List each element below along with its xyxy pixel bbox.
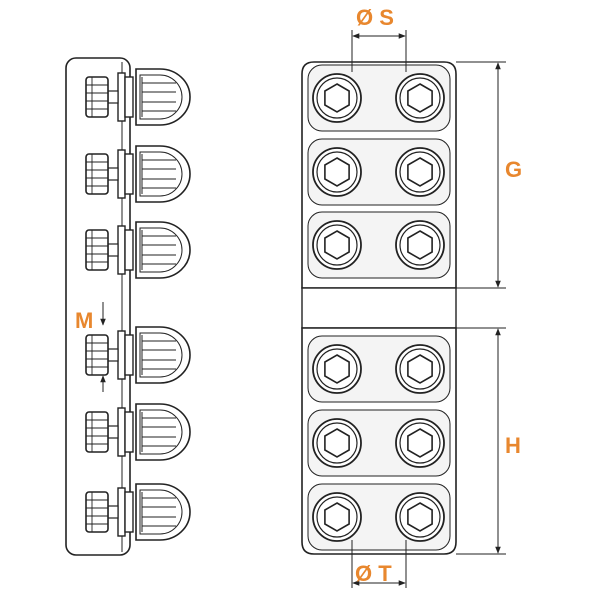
- bolt-head: [395, 492, 445, 542]
- bolt-head: [312, 344, 362, 394]
- dim-t-label: Ø T: [355, 561, 392, 586]
- bolt-head: [395, 73, 445, 123]
- bolt-head: [312, 492, 362, 542]
- side-bolt: [85, 326, 191, 384]
- bolt-head: [312, 418, 362, 468]
- dim-m-label: M: [75, 308, 94, 333]
- bolt-head: [395, 147, 445, 197]
- side-bolt: [85, 483, 191, 541]
- bolt-head: [395, 344, 445, 394]
- bolt-head: [395, 418, 445, 468]
- side-bolt: [85, 221, 191, 279]
- dim-g-label: G: [505, 157, 523, 182]
- bolt-head: [395, 220, 445, 270]
- bolt-head: [312, 220, 362, 270]
- side-view: [65, 57, 191, 556]
- bolt-head: [312, 147, 362, 197]
- dim-h-label: H: [505, 433, 521, 458]
- side-bolt: [85, 145, 191, 203]
- dimensions: [100, 30, 506, 588]
- bolt-head: [312, 73, 362, 123]
- front-view: [301, 61, 457, 555]
- side-bolt: [85, 68, 191, 126]
- side-plate: [65, 57, 131, 556]
- dim-s-label: Ø S: [356, 5, 394, 30]
- block-gap: [301, 287, 457, 329]
- side-bolt: [85, 403, 191, 461]
